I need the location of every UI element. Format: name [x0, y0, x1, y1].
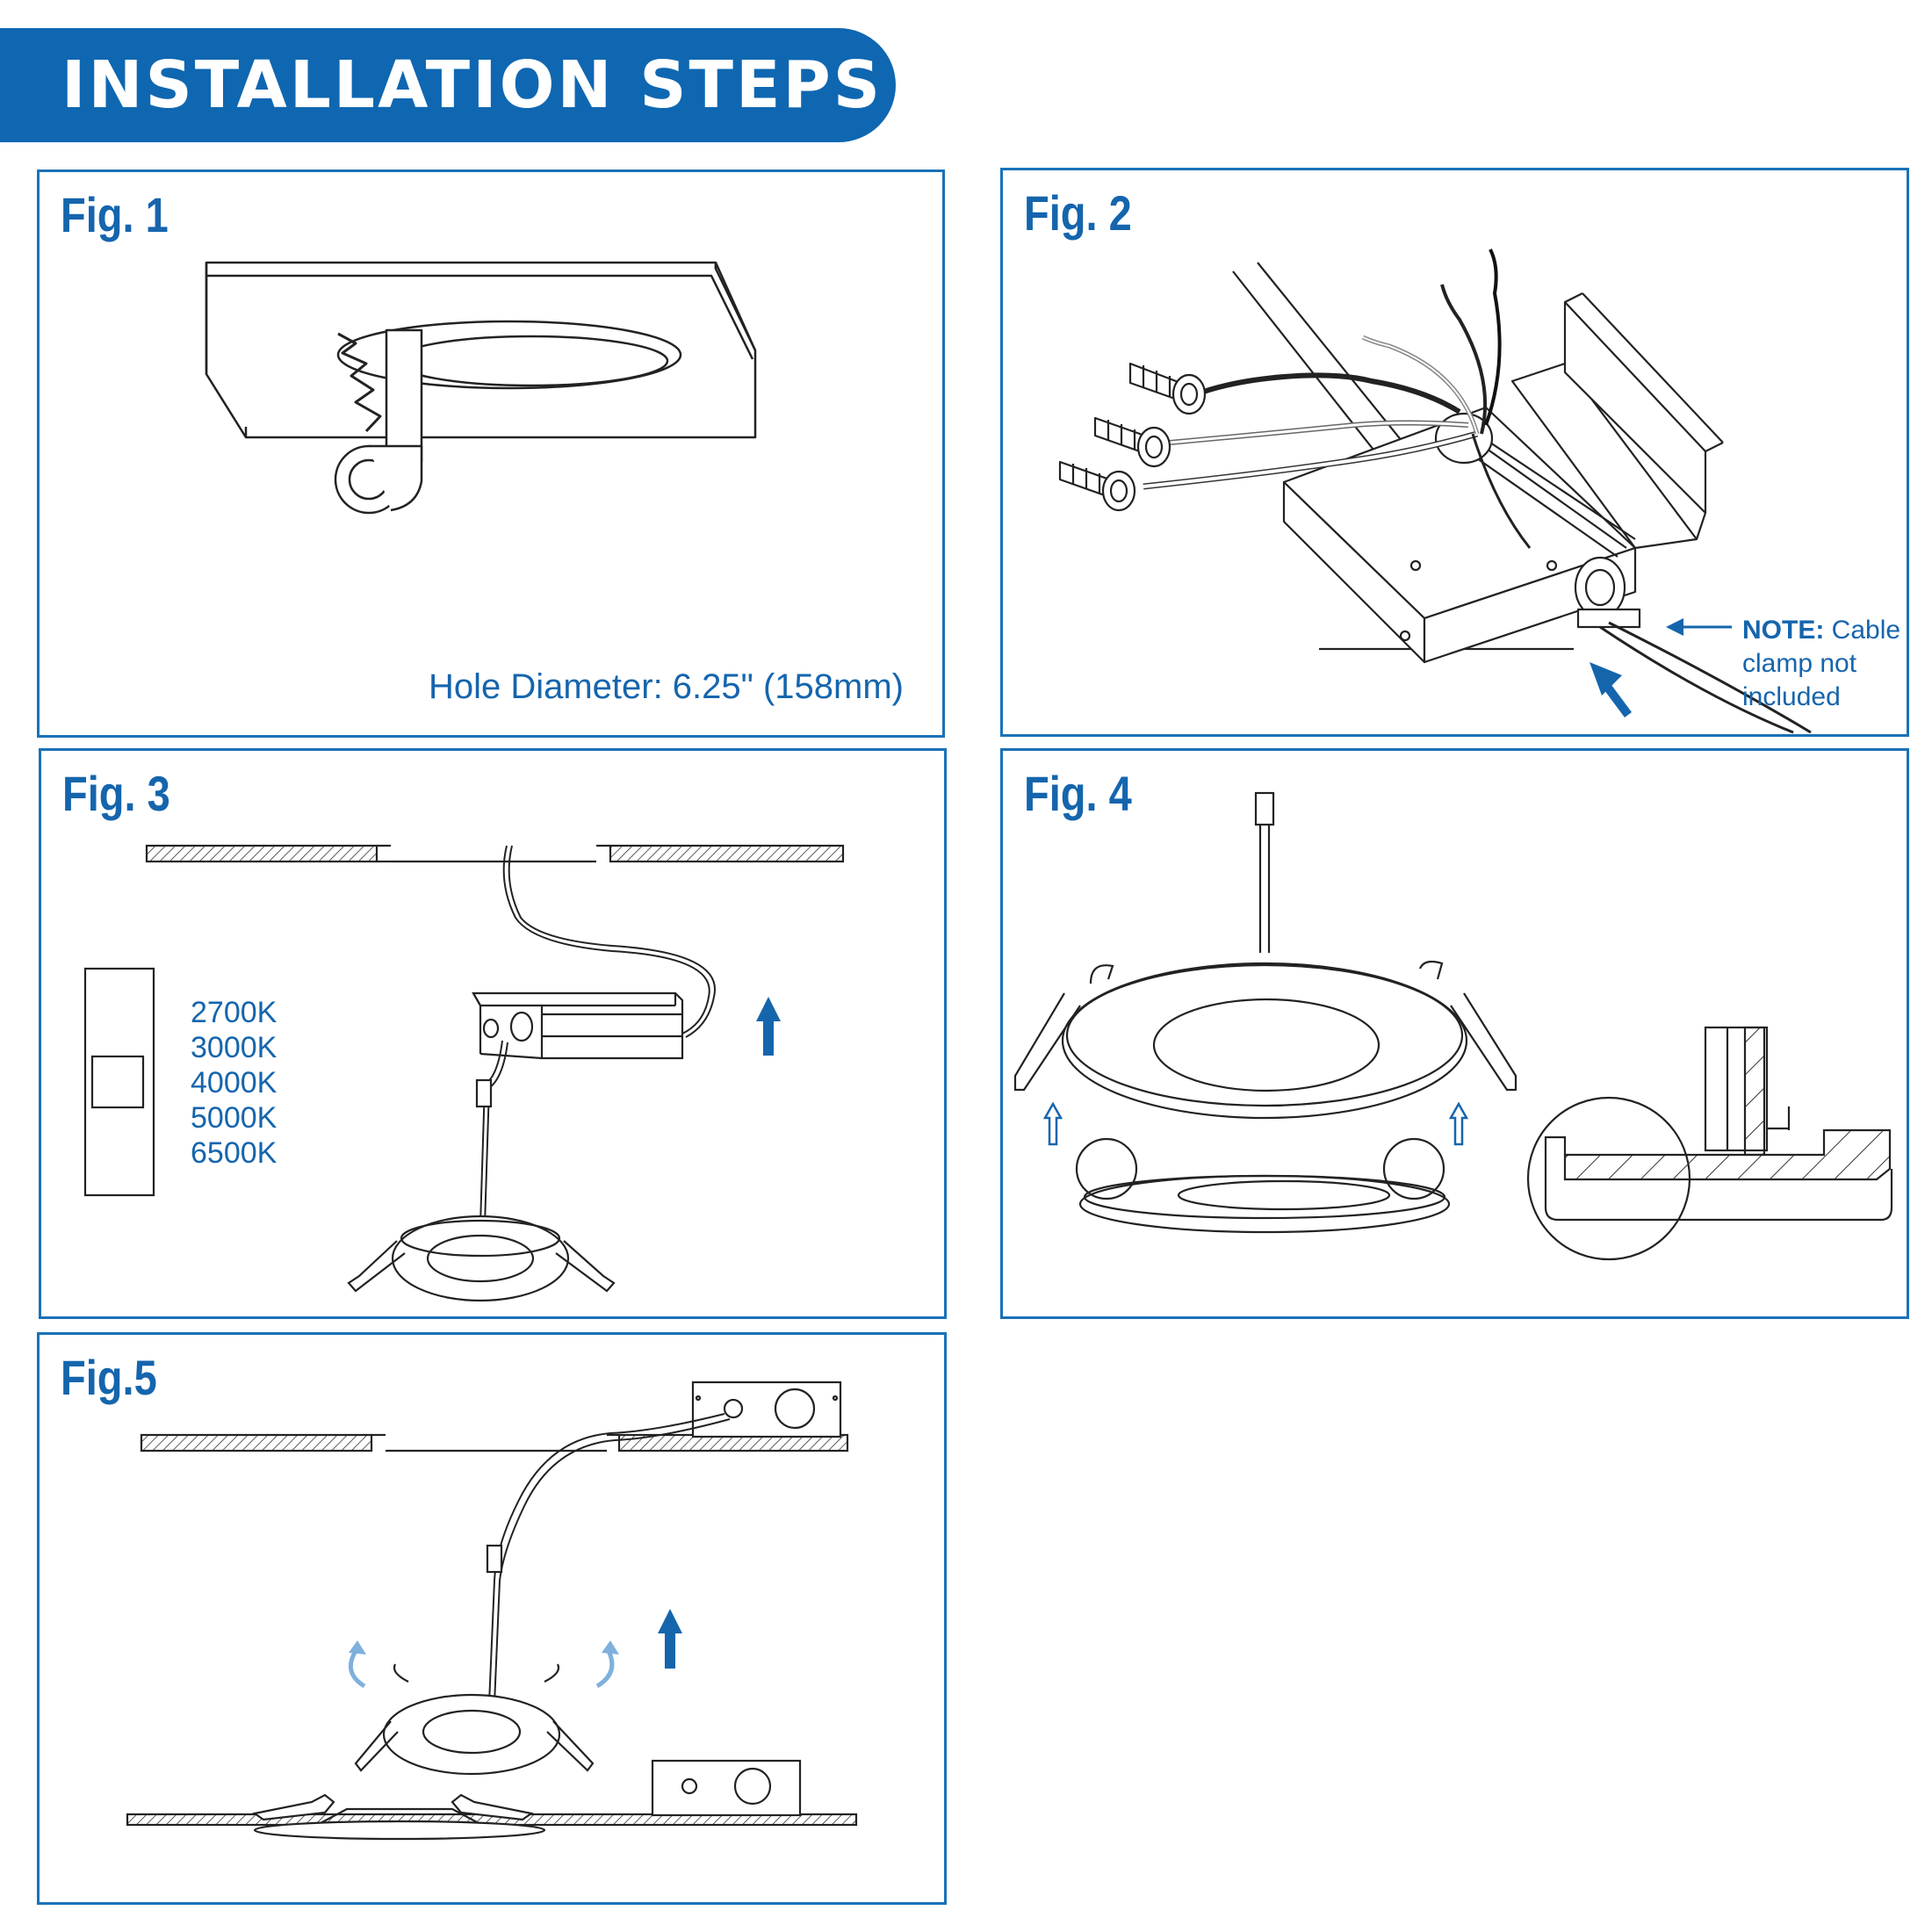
- hole-outline: [336, 320, 682, 390]
- hollow-up-arrows: [1042, 1101, 1469, 1146]
- cct-option: 3000K: [191, 1031, 278, 1064]
- trim-ring: [1078, 1174, 1451, 1234]
- wire-nut-3: [1058, 460, 1136, 512]
- cable-clamp-note: NOTE: Cable clamp not included: [1742, 614, 1909, 714]
- fig5-panel: Fig.5: [37, 1332, 947, 1905]
- cct-list: 2700K 3000K 4000K 5000K 6500K: [191, 995, 277, 1171]
- ceiling-right: [609, 844, 845, 863]
- fig3-label: Fig. 3: [62, 766, 170, 821]
- fig2-label: Fig. 2: [1024, 185, 1132, 241]
- wire-nut-1: [1128, 362, 1207, 415]
- header-banner: INSTALLATION STEPS: [0, 28, 896, 142]
- led-panel: [382, 1693, 561, 1776]
- fig1-label: Fig. 1: [61, 187, 169, 242]
- fig3-drawing: [83, 844, 845, 1302]
- note-bold: NOTE:: [1742, 616, 1825, 645]
- cct-switch: [83, 967, 155, 1197]
- fig4-drawing: [1013, 791, 1893, 1261]
- note-text: Cable clamp not included: [1742, 616, 1901, 711]
- upward-arrow: [658, 1609, 682, 1669]
- clamp-arrow: [1590, 662, 1633, 717]
- wire-nut-2: [1093, 416, 1171, 468]
- ceiling-left: [140, 1433, 373, 1453]
- junction-box-top: [691, 1381, 842, 1438]
- fig2-panel: Fig. 2: [1000, 168, 1909, 737]
- fixture-body: [1061, 962, 1468, 1120]
- fig4-panel: Fig. 4: [1000, 748, 1909, 1319]
- cct-option: 5000K: [191, 1101, 278, 1135]
- ceiling-board: [205, 261, 757, 439]
- rotate-arrows: [348, 1640, 619, 1689]
- cct-option: 2700K: [191, 996, 278, 1029]
- ceiling-left: [145, 844, 378, 863]
- fig1-drawing: [205, 261, 757, 515]
- cct-option: 6500K: [191, 1136, 278, 1170]
- fig5-drawing: [126, 1381, 858, 1841]
- fig2-drawing: [1058, 249, 1812, 734]
- cct-option: 4000K: [191, 1066, 278, 1099]
- page-title: INSTALLATION STEPS: [61, 47, 883, 123]
- note-arrow: [1666, 618, 1732, 636]
- cable-clamp: [1574, 556, 1626, 619]
- fixture-lens: [1152, 998, 1381, 1092]
- upward-arrow: [756, 997, 781, 1056]
- junction-box-bottom: [651, 1759, 802, 1817]
- fig5-label: Fig.5: [61, 1350, 157, 1405]
- led-panel: [391, 1215, 570, 1302]
- hole-diameter-caption: Hole Diameter: 6.25" (158mm): [428, 667, 904, 706]
- cct-slider: [90, 1055, 145, 1109]
- fig1-panel: Fig. 1 Hole Diameter: 6.25" (158mm): [37, 169, 945, 738]
- fig4-label: Fig. 4: [1024, 766, 1132, 821]
- fig3-panel: Fig. 3: [39, 748, 947, 1319]
- junction-box: [472, 991, 684, 1060]
